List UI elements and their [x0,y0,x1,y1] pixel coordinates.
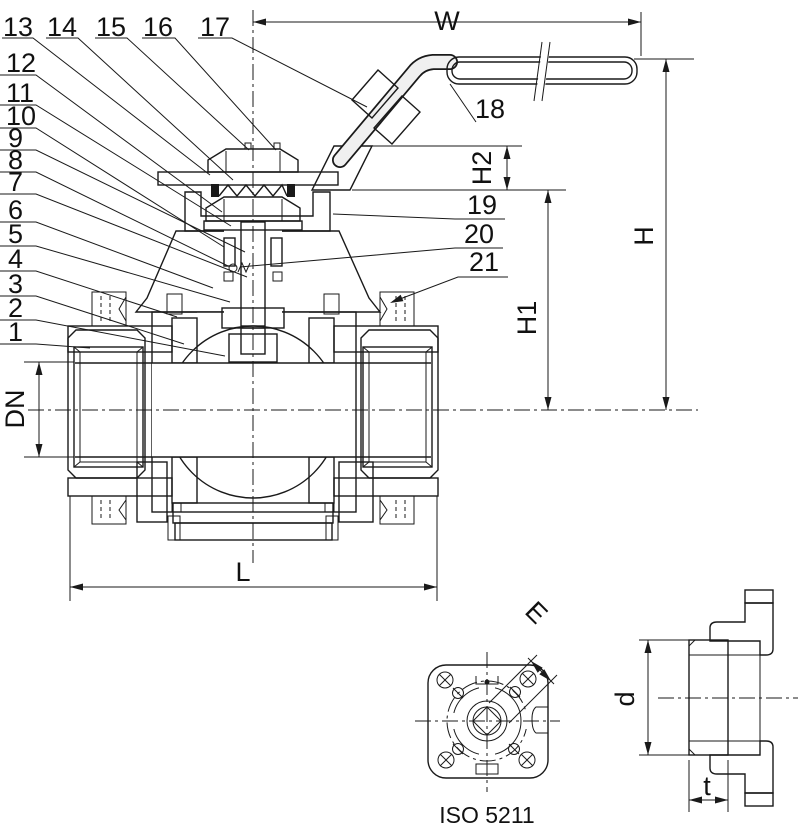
leader-20 [239,247,503,268]
part-label-6: 6 [8,195,23,225]
iso5211-view [415,652,560,792]
part-label-18: 18 [475,94,505,124]
part-label-8: 8 [8,145,23,175]
stem-packing-right [270,237,283,267]
part-label-2: 2 [8,293,23,323]
leader-1 [0,343,91,349]
bolt-top-left [91,291,127,327]
handle-break [535,40,551,103]
leader-17 [198,37,368,108]
part-label-11: 11 [6,78,34,108]
dim-label-DN: DN [0,390,30,429]
part-label-10: 10 [6,101,36,131]
dim-label-H2: H2 [467,151,497,186]
part-label-15: 15 [96,12,126,42]
leader-10 [0,127,225,248]
leader-5 [0,245,231,303]
washer-retainer-left [211,184,219,197]
stop-plate [157,171,339,186]
dim-label-H: H [629,226,659,246]
part-label-1: 1 [8,317,23,347]
dim-label-d: d [610,691,640,706]
belleville-washers [218,183,288,198]
part-label-5: 5 [8,219,23,249]
bolt-bottom-left [91,495,127,525]
part-label-3: 3 [8,269,23,299]
iso5211-caption: ISO 5211 [439,802,534,828]
right-end-cap [360,329,439,479]
handle-lever [333,55,457,167]
gland-assembly [157,142,339,231]
leader-6 [0,221,214,289]
bonnet [134,191,382,314]
leader-2 [0,319,226,357]
leader-13 [2,37,211,176]
dim-label-E: E [519,596,553,630]
dim-label-W: W [434,6,460,36]
dim-label-t: t [703,771,711,801]
leader-14 [46,37,234,181]
washer-retainer-right [287,184,295,197]
part-label-13: 13 [3,12,33,42]
part-label-20: 20 [464,219,494,249]
bolt-bottom-right [379,495,415,525]
part-label-16: 16 [143,12,173,42]
leader-11 [0,104,232,227]
handle-latch-upper [351,69,399,119]
side-keyway [531,706,548,734]
dim-d [639,639,696,756]
left-bottom-flange [67,477,173,497]
part-label-12: 12 [6,48,36,78]
leader-3 [0,295,185,345]
part-label-19: 19 [467,190,497,220]
part-label-4: 4 [8,244,23,274]
dim-t [688,760,729,812]
leader-9 [0,149,246,253]
handle-assembly [310,40,638,191]
part-label-14: 14 [47,12,77,42]
dim-E [488,654,558,724]
part-label-9: 9 [8,123,23,153]
leader-8 [0,171,229,267]
leader-12 [0,74,223,213]
leader-7 [0,193,248,278]
part-label-17: 17 [200,12,230,42]
dimension-annotations [24,12,694,601]
part-callout-leaders [0,37,508,357]
leader-15 [95,37,250,151]
bolt-top-right [379,291,415,327]
leader-4 [0,270,178,318]
leader-21 [391,276,508,303]
part-label-21: 21 [469,247,499,277]
dim-label-H1: H1 [512,301,542,336]
leader-16 [142,37,277,151]
part-label-7: 7 [8,167,23,197]
leader-18 [449,83,477,123]
labels: 13 14 15 16 17 12 11 10 9 8 7 6 5 4 3 2 … [0,6,711,828]
flange-section-lower [709,740,774,794]
handle-latch-lower [373,95,421,145]
main-section-view [28,10,698,563]
flange-side-view [639,589,798,812]
corner-bolt-holes [436,670,537,769]
flange-section-upper [709,602,774,656]
right-bottom-flange [333,477,439,497]
leader-19 [332,213,505,220]
dim-label-L: L [235,557,250,587]
body-bolts [91,291,415,525]
gland-nut [205,196,301,222]
